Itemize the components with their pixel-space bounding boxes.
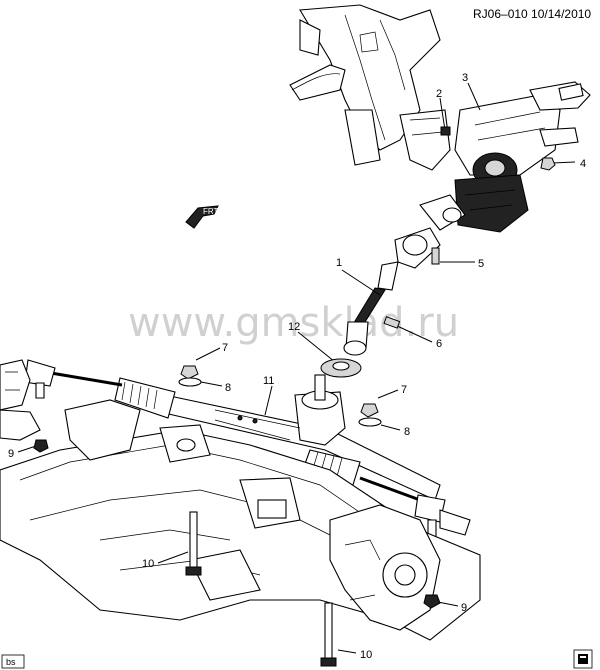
callout-labels: 1 2 3 4 5 6 7 7 8 8 9 9 10 10 11 12 — [8, 72, 586, 661]
nut-9-right — [423, 594, 459, 609]
callout-5: 5 — [478, 258, 484, 270]
knuckle-left — [0, 359, 41, 441]
callout-2: 2 — [436, 88, 442, 100]
callout-8-left: 8 — [225, 382, 231, 394]
diagram-reference-code: RJ06–010 10/14/2010 — [473, 7, 591, 21]
callout-9-right: 9 — [461, 602, 467, 614]
callout-12: 12 — [288, 321, 300, 333]
seal-12 — [297, 331, 362, 378]
intermediate-shaft — [343, 227, 441, 356]
bolt-10-upper — [157, 511, 202, 576]
callout-4: 4 — [580, 158, 586, 170]
body-structure-upper — [289, 4, 451, 171]
callout-7-left: 7 — [222, 342, 228, 354]
callout-leaders — [264, 82, 481, 416]
bolt-6 — [383, 316, 433, 343]
callout-8-right: 8 — [404, 426, 410, 438]
steering-column — [419, 81, 591, 233]
tie-rod-left — [24, 359, 123, 399]
callout-6: 6 — [436, 338, 442, 350]
footer-tag: bs — [1, 654, 25, 669]
book-icon — [573, 649, 593, 669]
callout-7-right: 7 — [401, 384, 407, 396]
front-orientation-arrow: FRT — [185, 205, 219, 229]
nut-9-left — [17, 439, 49, 453]
callout-9-left: 9 — [8, 448, 14, 460]
nut-4 — [540, 157, 576, 171]
bolt-2 — [439, 97, 451, 136]
bolt-10-lower — [320, 602, 357, 667]
knuckle-right — [329, 504, 471, 631]
bolt-5 — [431, 247, 475, 265]
callout-1: 1 — [336, 257, 342, 269]
nut-washer-right — [358, 389, 401, 431]
tie-rod-right — [359, 476, 446, 541]
callout-11: 11 — [263, 375, 274, 387]
nut-washer-left — [178, 347, 223, 387]
callout-10-lower: 10 — [360, 649, 372, 661]
front-arrow-label: FRT — [203, 207, 219, 216]
callout-10-upper: 10 — [142, 558, 154, 570]
callout-3: 3 — [462, 72, 468, 84]
footer-tag-text: bs — [6, 657, 16, 667]
watermark: www.gmsklad.ru — [128, 300, 459, 346]
